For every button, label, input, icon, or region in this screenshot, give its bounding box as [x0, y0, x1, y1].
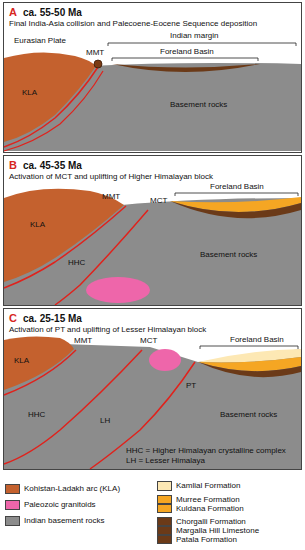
period-heading: ca. 25-15 Ma: [23, 313, 82, 324]
geology-shape: [86, 277, 150, 303]
unit-label: Eurasian Plate: [14, 36, 66, 45]
geology-shape: [149, 349, 181, 371]
panel-subtitle: Final India-Asia collision and Palecoene…: [9, 19, 296, 29]
unit-label: HHC: [68, 258, 85, 267]
unit-label: Indian margin: [170, 31, 218, 40]
legend-swatch: [157, 495, 172, 504]
legend-swatch: [157, 481, 172, 491]
geology-shape: [4, 189, 124, 282]
panel-box: Cca. 25-15 MaActivation of PT and uplift…: [3, 308, 302, 470]
unit-label: MMT: [86, 48, 104, 57]
panel-header: Aca. 55-50 Ma: [9, 4, 296, 19]
panel-subtitle: Activation of MCT and uplifting of Highe…: [9, 172, 296, 182]
legend-swatch: [157, 504, 172, 513]
geology-shape: [4, 350, 142, 464]
unit-label: HHC = Higher Himalayan crystalline compl…: [126, 446, 286, 455]
legend-swatch: [157, 535, 172, 544]
unit-label: Basement rocks: [220, 410, 277, 419]
geology-shape: [4, 206, 126, 288]
geology-shape: [200, 346, 298, 349]
panel-box: Aca. 55-50 MaFinal India-Asia collision …: [3, 2, 302, 153]
legend-text: Kuldana Formation: [176, 504, 244, 513]
legend-text: Indian basement rocks: [24, 516, 105, 525]
legend-text: Kamlial Formation: [176, 481, 240, 490]
unit-label: Basement rocks: [200, 250, 257, 259]
legend-text: Paleozoic granitoids: [24, 500, 96, 509]
geology-shape: [108, 43, 296, 46]
unit-label: Basement rocks: [170, 100, 227, 109]
panel-letter: A: [9, 6, 17, 18]
panel-letter: C: [9, 312, 17, 324]
unit-label: PT: [186, 381, 196, 390]
panel-letter: B: [9, 159, 17, 171]
legend-text: Kohistan-Ladakh arc (KLA): [24, 484, 120, 493]
geology-shape: [55, 210, 148, 305]
geology-shape: [198, 362, 301, 377]
legend-swatch: [157, 526, 172, 535]
unit-label: MMT: [102, 192, 120, 201]
legend-text: Murree Formation: [176, 495, 240, 504]
unit-label: LH: [100, 416, 110, 425]
legend-swatch: [5, 516, 20, 526]
geology-shape: [4, 67, 98, 147]
unit-label: HHC: [28, 410, 45, 419]
unit-label: MMT: [74, 336, 92, 345]
geology-shape: [4, 350, 76, 395]
unit-label: Foreland Basin: [230, 335, 284, 344]
unit-label: Foreland Basin: [160, 47, 214, 56]
legend-text: Margalla Hill Limestone: [176, 526, 259, 535]
panel-header: Bca. 45-35 Ma: [9, 157, 296, 172]
panel-subtitle: Activation of PT and uplifting of Lesser…: [9, 325, 296, 335]
geology-shape: [112, 58, 258, 61]
geology-shape: [175, 193, 298, 196]
geology-shape: [94, 60, 102, 68]
geology-shape: [170, 201, 301, 218]
panel-header: Cca. 25-15 Ma: [9, 310, 296, 325]
legend-swatch: [5, 484, 20, 494]
unit-label: KLA: [14, 356, 29, 365]
geology-shape: [4, 336, 74, 390]
period-heading: ca. 45-35 Ma: [23, 160, 82, 171]
unit-label: KLA: [30, 220, 45, 229]
geology-shape: [112, 64, 260, 72]
legend-swatch: [157, 517, 172, 526]
unit-label: MCT: [150, 196, 167, 205]
unit-label: MCT: [140, 336, 157, 345]
unit-label: LH = Lesser Himalaya: [126, 456, 205, 465]
legend-text: Patala Formation: [176, 535, 237, 544]
legend-text: Chorgalli Formation: [176, 517, 246, 526]
unit-label: KLA: [22, 88, 37, 97]
geology-shape: [4, 71, 103, 151]
unit-label: Foreland Basin: [210, 182, 264, 191]
geology-shape: [4, 52, 96, 142]
period-heading: ca. 55-50 Ma: [23, 7, 82, 18]
panel-box: Bca. 45-35 MaActivation of MCT and uplif…: [3, 155, 302, 306]
legend-swatch: [5, 500, 20, 510]
